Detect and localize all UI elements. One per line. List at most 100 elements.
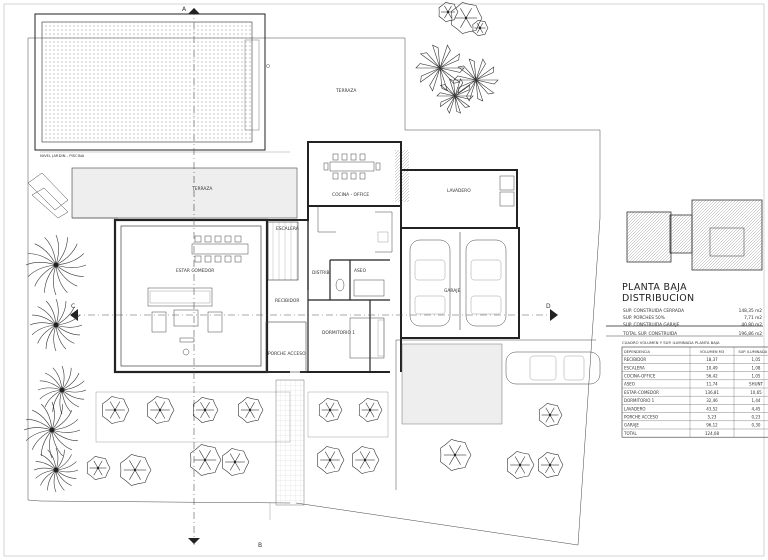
volume-table-cell: 1,44 (752, 398, 761, 403)
left-terrace (71, 167, 298, 219)
fan-palm-crown (436, 78, 474, 114)
volume-table-cell: 1,05 (752, 374, 761, 379)
title-line1: PLANTA BAJA (622, 282, 687, 293)
volume-table-frame (621, 346, 768, 438)
round-tree (507, 451, 535, 479)
palm-tree (25, 234, 87, 296)
volume-table-cell: 4,45 (752, 406, 761, 411)
room-lavadero: LAVADERO (447, 188, 471, 194)
round-tree (192, 396, 219, 424)
round-tree (472, 19, 489, 37)
dining-table (191, 235, 249, 263)
fan-palm-crown (453, 58, 499, 102)
room-cocina: COCINA - OFFICE (332, 192, 369, 198)
kitchen-counter (317, 206, 393, 253)
volume-table-cell: 1,05 (752, 357, 761, 362)
volume-table-cell: 5,23 (708, 415, 717, 420)
laundry-fixtures (499, 175, 515, 207)
palm-trees (23, 234, 87, 493)
svg-text:NIVEL JARDIN - PISCINA: NIVEL JARDIN - PISCINA (40, 153, 85, 158)
volume-table-cell: 43,52 (706, 406, 718, 411)
round-tree (190, 444, 222, 476)
volume-table-cell: DORMITORIO 1 (624, 398, 655, 403)
volume-table-cell: GARAJE (624, 423, 639, 428)
volume-table-cell: 96,12 (706, 423, 718, 428)
upper-terrace: NIVEL JARDIN - PISCINA (40, 151, 290, 158)
round-tree (86, 455, 111, 481)
volume-table-cell: 18,37 (706, 357, 718, 362)
volume-table-cell: LAVADERO (624, 406, 646, 411)
swimming-pool (34, 13, 270, 151)
surface-value: 7,71 m2 (744, 315, 762, 321)
volume-table-cell: ESTAR-COMEDOR (624, 390, 659, 395)
round-tree (358, 397, 383, 423)
surface-label: SUP. PORCHES 50% (623, 315, 665, 321)
volume-table-header: VOLUMEN M3 (700, 350, 724, 354)
deck-chairs (27, 172, 69, 219)
garden-paths (95, 379, 389, 506)
volume-table-cell: ESCALERA (624, 365, 645, 370)
building-walls (113, 141, 520, 374)
kitchen-table (323, 153, 381, 180)
section-d-label: D (546, 303, 551, 310)
round-tree (317, 446, 345, 474)
volume-table-cell: PORCHE ACCESO (624, 415, 658, 420)
room-porche: PORCHE ACCESO (268, 351, 306, 357)
room-terraza-top: TERRAZA (335, 88, 356, 94)
wc-fixtures (335, 278, 385, 297)
volume-table-cell: COCINA-OFFICE (624, 374, 656, 379)
palm-tree (37, 365, 87, 415)
volume-table-cell: 10,65 (750, 390, 762, 395)
volume-table-cell: 136,81 (705, 390, 719, 395)
round-tree (451, 2, 483, 34)
room-estar: ESTAR COMEDOR (176, 268, 214, 274)
volume-table-title: CUADRO VOLUMEN Y SUP. ILUMINADA PLANTA B… (622, 340, 720, 345)
room-dormitorio: DORMITORIO 1 (322, 330, 355, 336)
room-garaje: GARAJE (444, 288, 461, 294)
round-tree (222, 448, 250, 476)
volume-table-cell: 56,42 (706, 374, 718, 379)
room-distrib: DISTRIB. (312, 270, 331, 276)
bedroom-bed (349, 317, 385, 359)
section-b-label: B (258, 542, 262, 549)
round-tree (237, 396, 264, 424)
living-sofas (147, 287, 223, 356)
volume-table-cell: ASEO (624, 382, 635, 387)
volume-table-cell: 0,23 (752, 415, 761, 420)
volume-table-cell: 32,46 (706, 398, 718, 403)
volume-table-header: DEPENDENCIA (624, 350, 650, 354)
round-tree (352, 446, 380, 474)
volume-table-cell: 124,08 (705, 431, 719, 436)
round-tree (147, 396, 175, 424)
volume-table-cell: 11,74 (706, 382, 718, 387)
volume-table-cell: 1,08 (752, 365, 761, 370)
garage-cars (409, 239, 507, 327)
volume-table-header: SUP. ILUMINADA M2 (738, 350, 768, 354)
surfaces-summary: SUP. CONSTRUIDA CERRADA 148,35 m2 SUP. POR… (622, 308, 762, 337)
surface-value: 148,35 m2 (739, 308, 763, 314)
section-a-label: A (182, 6, 187, 13)
room-recibidor: RECIBIDOR (275, 298, 299, 304)
surface-label: SUP. CONSTRUIDA GARAJE (623, 322, 680, 328)
palm-tree (29, 298, 83, 352)
round-tree (538, 402, 563, 428)
surface-label: SUP. CONSTRUIDA CERRADA (623, 308, 684, 314)
sheet-border (3, 3, 765, 557)
round-tree (318, 397, 343, 423)
palm-tree (23, 401, 81, 459)
volume-table: CUADRO VOLUMEN Y SUP. ILUMINADA PLANTA B… (621, 340, 768, 438)
surface-value: 40,80 m2 (741, 322, 762, 328)
volume-table-cell: SHUNT (749, 382, 763, 387)
room-terraza-left: TERRAZA (191, 186, 212, 192)
room-aseo: ASEO (354, 268, 367, 274)
volume-table-cell: 0,30 (752, 423, 761, 428)
fan-palm-crown (415, 44, 465, 92)
volume-table-cell: RECIBIDOR (624, 357, 646, 362)
fan-palm (415, 44, 499, 114)
section-lines (70, 8, 558, 545)
driveway (395, 339, 596, 490)
title-line2: DISTRIBUCION (622, 293, 694, 304)
round-tree (438, 1, 459, 23)
